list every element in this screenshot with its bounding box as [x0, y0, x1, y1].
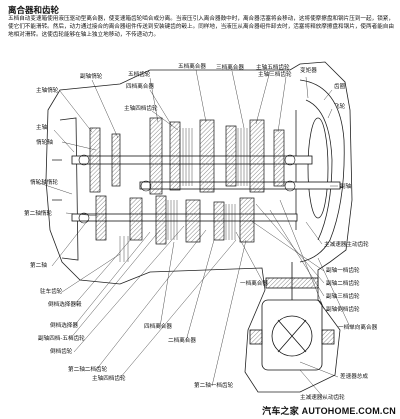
- label-reverse-selector-hub: 倒档选择器毂: [48, 302, 82, 308]
- label-second-shaft-gear: 第二轴惰轮: [24, 211, 52, 217]
- label-torque-converter: 变矩器: [300, 68, 317, 74]
- watermark: 汽车之家 AUTOHOME.COM.CN: [262, 406, 396, 416]
- label-final-drive-gear: 主减速器主动齿轮: [324, 242, 369, 248]
- label-fifth-gear: 五档齿轮: [128, 72, 151, 78]
- label-countershaft-first-gear: 副轴一档齿轮: [326, 268, 360, 274]
- intro-paragraph: 五档自动变速箱使用液压驱动型离合器，使变速箱齿轮啮合或分离。当液压引入离合器鼓中…: [8, 16, 394, 39]
- label-idler-shaft: 惰轮轴: [36, 140, 53, 146]
- differential-shape: [271, 315, 313, 357]
- label-second-shaft-fourth-gear: 主轴四档齿轮: [92, 376, 126, 382]
- label-main-shaft-fourth-gear: 主轴四档齿轮: [124, 106, 158, 112]
- label-main-shaft-left: 主轴: [36, 125, 48, 131]
- label-main-shaft-fifth-gear: 主轴五档齿轮: [256, 65, 290, 71]
- label-first-clutch: 一档离合器: [240, 281, 268, 287]
- label-gear-ring: 齿圈: [334, 84, 346, 90]
- label-countershaft-counter-gear: 副轴惰轮: [80, 74, 103, 80]
- label-differential: 差速器总成: [340, 374, 368, 380]
- page-title: 离合器和齿轮: [8, 6, 60, 16]
- label-countershaft-third-gear: 副轴三档齿轮: [326, 294, 360, 300]
- label-second-clutch: 二档离合器: [168, 338, 196, 344]
- label-third-clutch: 三档离合器: [216, 65, 244, 71]
- label-main-shaft-third-gear: 主轴三档齿轮: [258, 72, 292, 78]
- torque-converter-shape: [299, 79, 345, 263]
- label-idler-shaft-gear: 惰轮轴惰轮: [30, 180, 58, 186]
- label-reverse-selector: 倒档选择器: [50, 323, 78, 329]
- label-countershaft-second-gear: 副轴二档齿轮: [326, 281, 360, 287]
- label-fifth-clutch: 五档离合器: [178, 64, 206, 70]
- label-second-shaft-first-gear: 第二轴一档齿轮: [194, 383, 234, 389]
- label-countershaft-fourth-fifth-gear: 副轴四档-五档齿轮: [38, 336, 85, 342]
- label-main-shaft-counter-gear: 主轴惰轮: [36, 88, 59, 94]
- label-second-shaft: 第二轴: [30, 263, 47, 269]
- label-final-driven-gear: 主减速器从动齿轮: [300, 395, 345, 401]
- label-first-one-way-clutch: 一档单向离合器: [338, 325, 378, 331]
- countershaft: [139, 181, 341, 190]
- label-parking-gear: 驻车齿轮: [40, 289, 63, 295]
- label-second-shaft-second-gear: 第二轴二档齿轮: [68, 367, 108, 373]
- label-fourth-clutch: 四档离合器: [126, 84, 154, 90]
- label-countershaft-right: 副轴: [340, 184, 352, 190]
- second-shaft: [71, 213, 298, 222]
- label-reverse-gear: 倒档齿轮: [50, 349, 73, 355]
- label-fourth-clutch-lower: 四档离合器: [144, 324, 172, 330]
- label-countershaft-reverse-gear: 副轴倒档齿轮: [326, 307, 360, 313]
- housing-outline: [45, 61, 353, 393]
- label-flywheel: 飞轮: [334, 104, 346, 110]
